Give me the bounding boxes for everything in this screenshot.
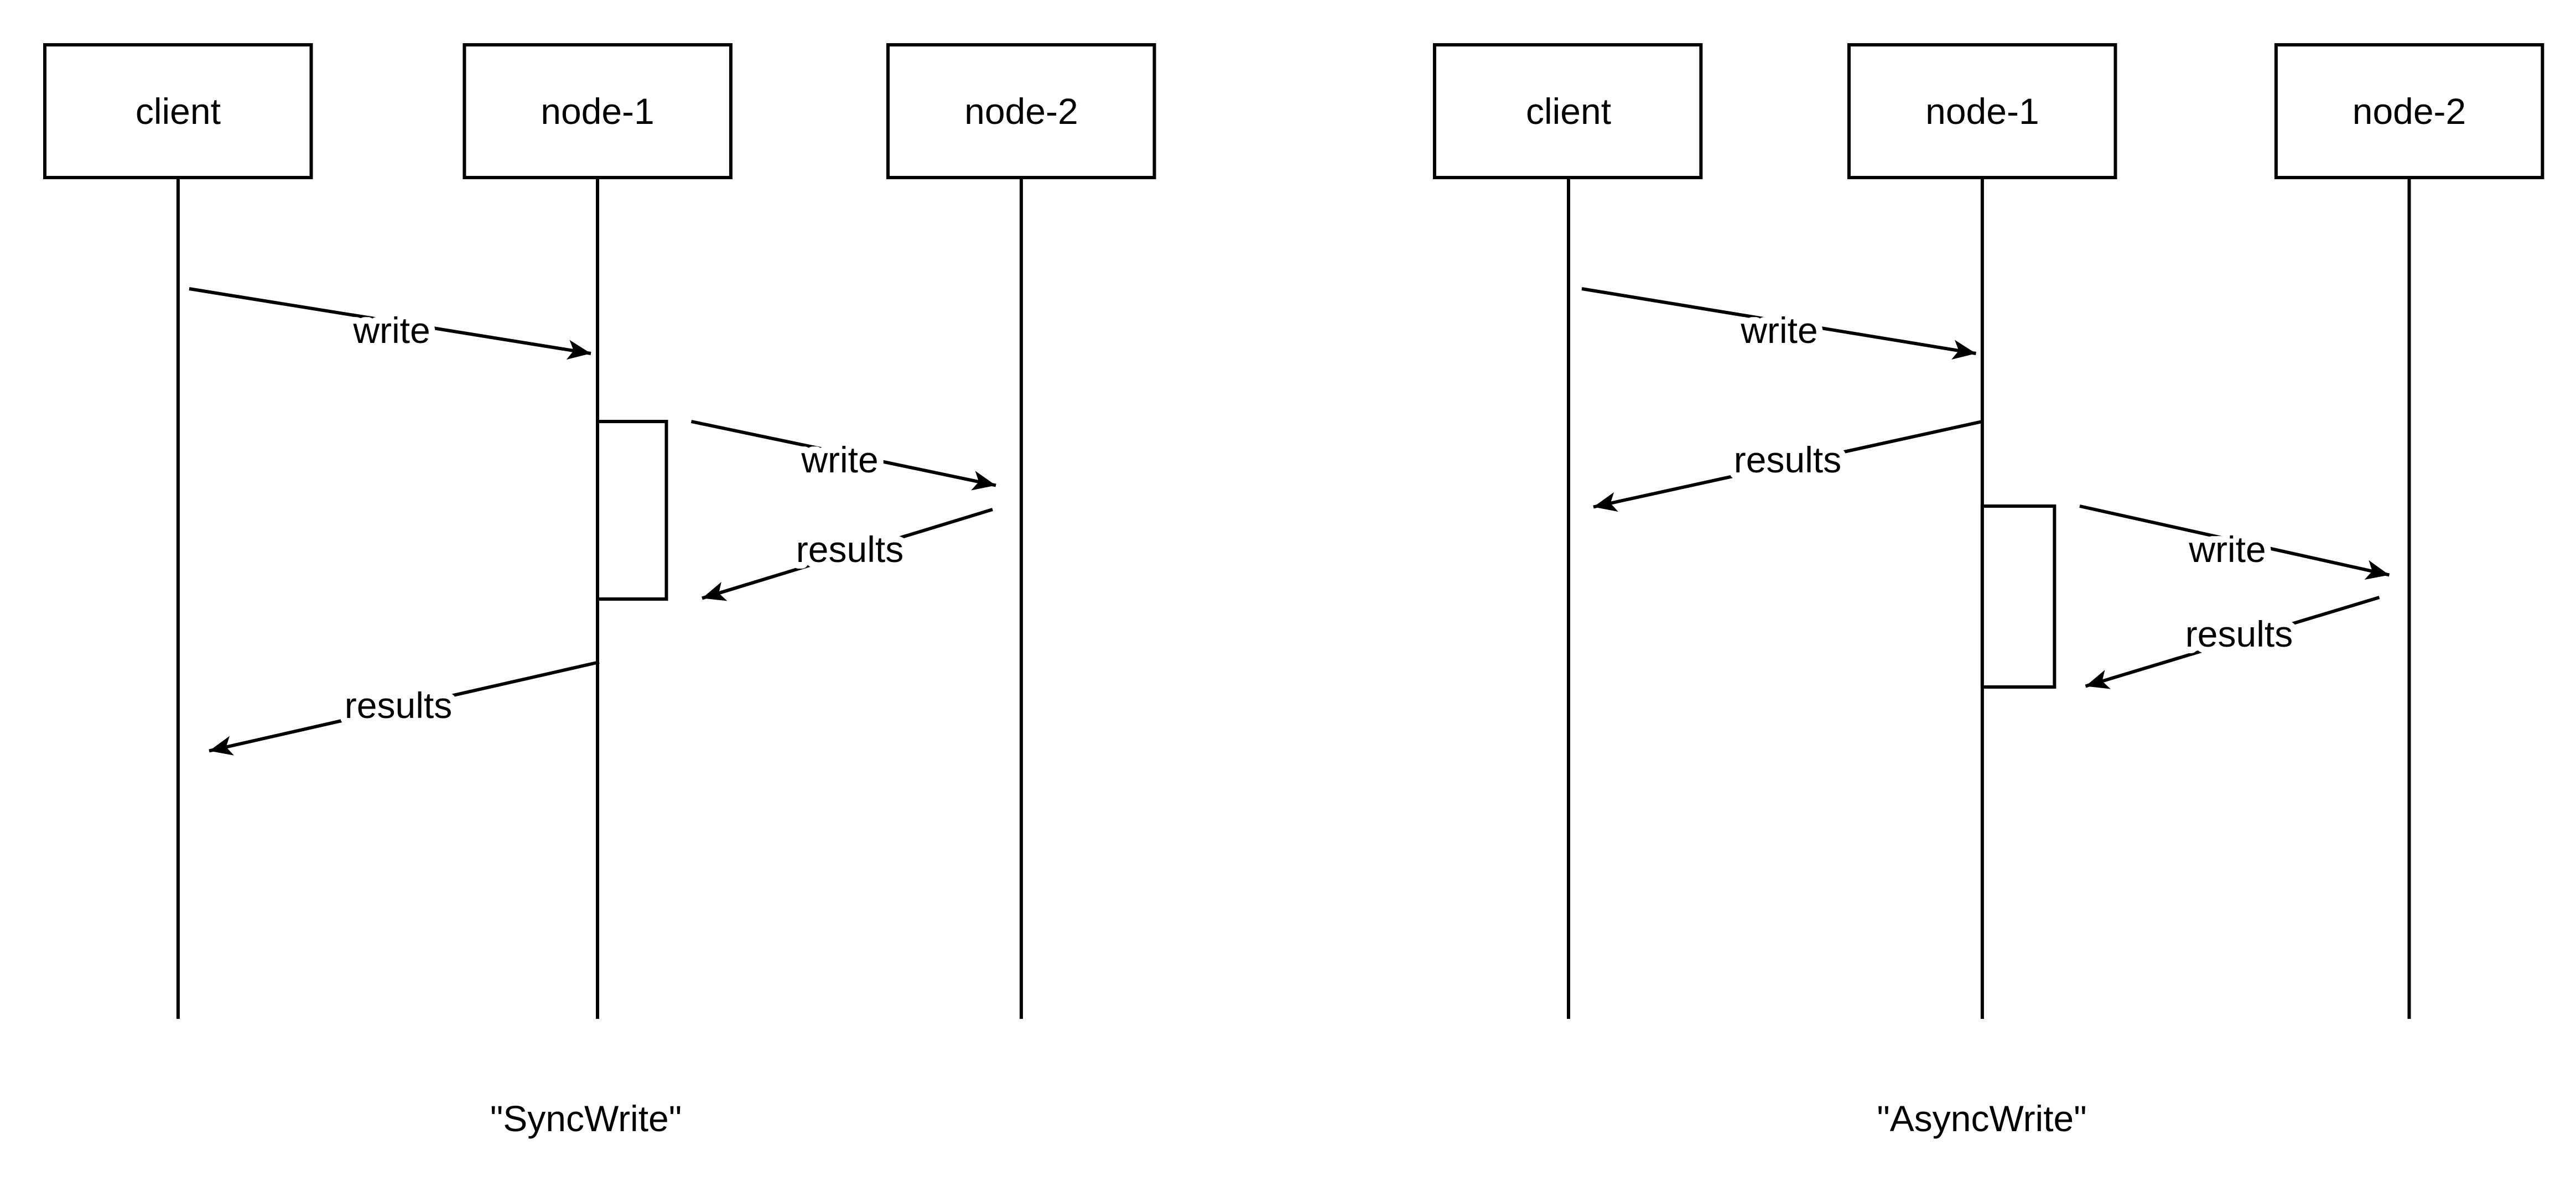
async-caption: "AsyncWrite" [1877, 1098, 2086, 1139]
sync-actor-client-label: client [136, 91, 221, 132]
async-message-results-2: results [2085, 596, 2380, 689]
async-actor-node1: node-1 [1847, 43, 2117, 179]
async-message-results-1-label: results [1734, 439, 1841, 480]
sync-message-write-2-label: write [801, 439, 878, 480]
sync-message-write-2: write [690, 420, 996, 491]
sync-actor-node2: node-2 [886, 43, 1156, 179]
async-node1-activation-bar [1980, 504, 2056, 689]
async-message-results-1: results [1593, 420, 1983, 512]
async-actor-node1-label: node-1 [1925, 91, 2039, 132]
async-message-write-1: write [1581, 287, 1976, 360]
async-message-results-2-label: results [2185, 613, 2293, 654]
sync-message-write-1-label: write [352, 310, 430, 351]
sync-actor-node2-label: node-2 [964, 91, 1078, 132]
async-actor-client: client [1432, 43, 1703, 179]
async-message-write-2: write [2079, 504, 2390, 580]
sync-caption: "SyncWrite" [490, 1098, 682, 1139]
sync-actor-node1-label: node-1 [541, 91, 655, 132]
sync-message-results-1-label: results [796, 529, 903, 570]
sync-actor-client: client [43, 43, 313, 179]
async-actor-client-label: client [1526, 91, 1611, 132]
sync-actor-node1: node-1 [463, 43, 733, 179]
sync-message-results-2: results [209, 660, 600, 756]
sync-message-results-1: results [702, 508, 993, 601]
sync-message-results-2-label: results [345, 685, 452, 726]
sync-node1-activation-bar [596, 420, 668, 601]
async-message-write-2-label: write [2188, 529, 2266, 570]
async-message-write-1-label: write [1740, 310, 1817, 351]
sync-diagram: client node-1 node-2 write write results [43, 43, 1156, 1139]
sync-message-write-1: write [189, 287, 591, 360]
async-diagram: client node-1 node-2 write results write [1432, 43, 2544, 1139]
async-actor-node2-label: node-2 [2352, 91, 2466, 132]
async-actor-node2: node-2 [2274, 43, 2544, 179]
